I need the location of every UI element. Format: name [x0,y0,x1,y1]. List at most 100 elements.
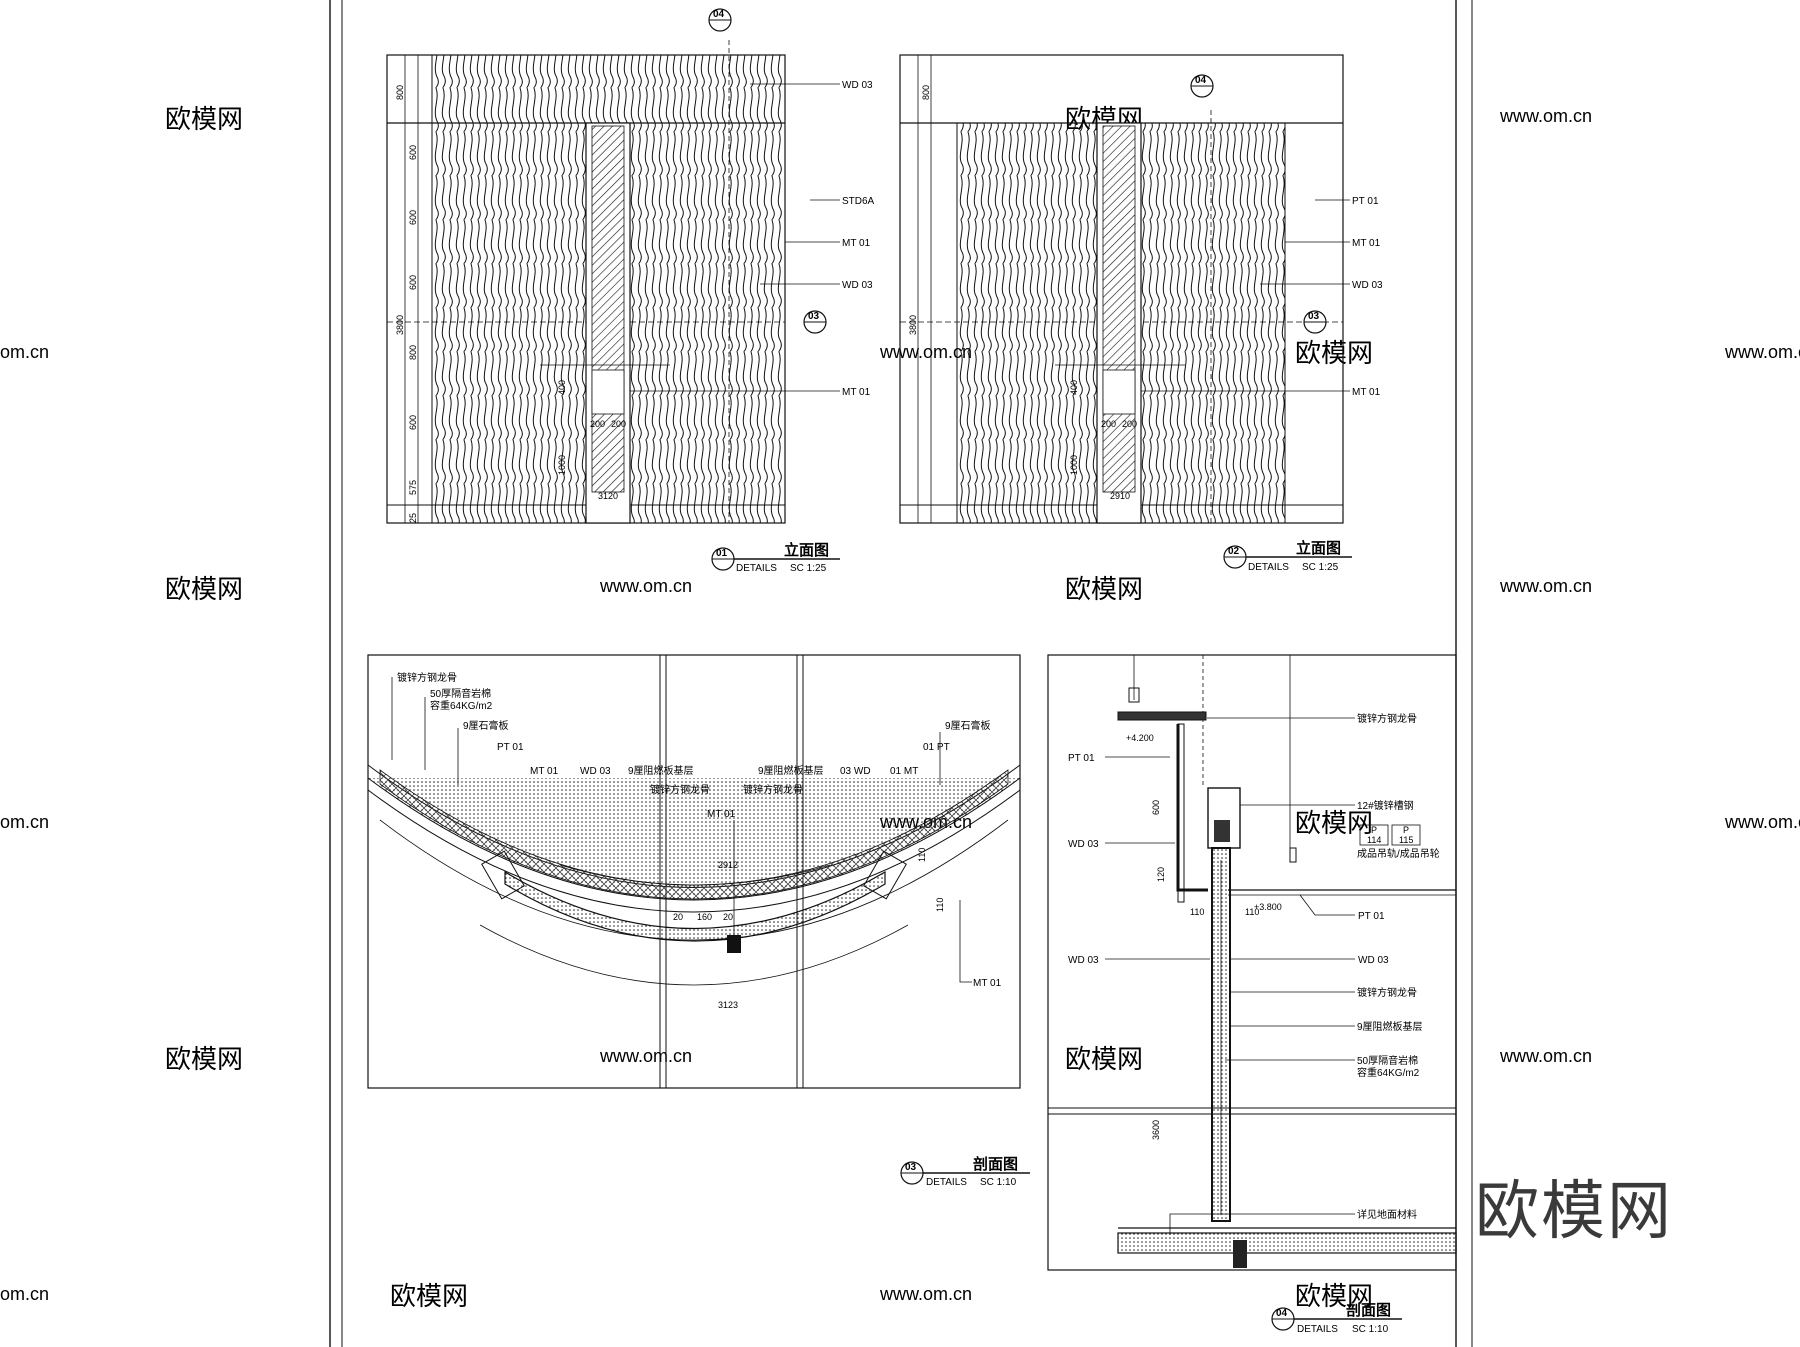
level-marker: +3.800 [1254,902,1282,912]
svg-text:03: 03 [905,1162,917,1173]
svg-text:160: 160 [697,912,712,922]
svg-text:01: 01 [716,548,728,559]
svg-text:DETAILS: DETAILS [1297,1324,1338,1335]
watermark-url: www.om.cn [1724,342,1800,362]
svg-text:SC 1:25: SC 1:25 [1302,562,1339,573]
watermark-url: om.cn [0,342,49,362]
material-tag: WD 03 [842,80,873,91]
material-tag: MT 01 [707,809,736,820]
svg-text:200: 200 [590,419,605,429]
svg-text:立面图: 立面图 [784,541,829,559]
svg-text:200: 200 [611,419,626,429]
svg-text:12#镀锌槽钢: 12#镀锌槽钢 [1357,799,1414,812]
hanger-tags: P 114 P 115 [1359,824,1421,846]
svg-text:600: 600 [408,210,418,225]
watermark-url: www.om.cn [599,576,692,596]
svg-text:镀锌方钢龙骨: 镀锌方钢龙骨 [650,783,710,796]
svg-text:3800: 3800 [395,315,405,335]
watermark-url: www.om.cn [1499,1046,1592,1066]
svg-text:600: 600 [408,415,418,430]
svg-text:114: 114 [1367,835,1381,845]
svg-text:3600: 3600 [1151,1120,1161,1140]
svg-text:SC 1:10: SC 1:10 [1352,1324,1389,1335]
svg-text:110: 110 [917,848,927,862]
svg-text:50厚隔音岩棉: 50厚隔音岩棉 [430,687,491,700]
section-03: 镀锌方钢龙骨 50厚隔音岩棉 容重64KG/m2 9厘石膏板 PT 01 MT … [367,654,1030,1188]
material-tag: PT 01 [1352,196,1379,207]
material-tag: WD 03 [1358,955,1389,966]
material-tag: WD 03 [580,766,611,777]
svg-text:200: 200 [1101,419,1116,429]
svg-text:P: P [1371,825,1377,835]
material-tag: WD 03 [1068,839,1099,850]
material-tag: PT 01 [1068,753,1095,764]
svg-text:剖面图: 剖面图 [973,1155,1018,1173]
svg-text:800: 800 [408,345,418,360]
material-tag: 01 PT [923,742,950,753]
material-tag: PT 01 [1358,911,1385,922]
svg-text:立面图: 立面图 [1296,539,1341,557]
material-tag: MT 01 [1352,238,1381,249]
svg-text:9厘石膏板: 9厘石膏板 [945,719,991,732]
svg-text:20: 20 [673,912,683,922]
svg-text:110: 110 [935,898,945,912]
material-tag: WD 03 [1352,280,1383,291]
svg-text:120: 120 [1156,867,1166,882]
title-block-02: 02 立面图 DETAILS SC 1:25 [1223,539,1352,573]
svg-text:9厘阻燃板基层: 9厘阻燃板基层 [758,764,824,777]
material-tag: STD6A [842,196,875,207]
svg-text:镀锌方钢龙骨: 镀锌方钢龙骨 [743,783,803,796]
svg-text:SC 1:25: SC 1:25 [790,563,827,574]
svg-text:3123: 3123 [718,1000,738,1010]
svg-text:400: 400 [557,380,567,395]
svg-text:600: 600 [408,275,418,290]
watermark-url: www.om.cn [1499,106,1592,126]
svg-text:110: 110 [1245,907,1259,917]
watermark-url: www.om.cn [879,342,972,362]
svg-text:P: P [1403,825,1409,835]
watermark-brand: 欧模网 [165,104,243,134]
svg-text:50厚隔音岩棉: 50厚隔音岩棉 [1357,1054,1418,1067]
watermark-layer: 欧模网 欧模网 www.om.cn om.cn www.om.cn 欧模网 ww… [0,104,1800,1311]
material-tag: MT 01 [973,978,1002,989]
material-tag: MT 01 [1352,387,1381,398]
watermark-brand: 欧模网 [390,1281,468,1311]
svg-text:SC 1:10: SC 1:10 [980,1177,1017,1188]
svg-text:1000: 1000 [557,455,567,475]
section-marker-04: 04 [1195,75,1207,86]
material-tag: WD 03 [1068,955,1099,966]
svg-text:600: 600 [1151,800,1161,815]
level-marker: +4.200 [1126,733,1154,743]
watermark-brand: 欧模网 [1295,1281,1373,1311]
material-tag: MT 01 [530,766,559,777]
svg-text:2912: 2912 [718,860,738,870]
watermark-brand: 欧模网 [165,574,243,604]
svg-text:20: 20 [723,912,733,922]
svg-text:25: 25 [408,513,418,523]
section-marker-03: 03 [808,311,820,322]
svg-text:镀锌方钢龙骨: 镀锌方钢龙骨 [397,671,457,684]
section-04: +4.200 +3.800 PT 01 WD 03 WD 03 600 120 … [1047,654,1457,1335]
svg-text:800: 800 [921,85,931,100]
svg-text:9厘石膏板: 9厘石膏板 [463,719,509,732]
watermark-url: www.om.cn [879,1284,972,1304]
elevation-02: 04 03 800 3800 400 1000 200 200 2910 PT … [899,54,1383,573]
watermark-url: www.om.cn [1499,576,1592,596]
title-block-04: 04 剖面图 DETAILS SC 1:10 [1271,1301,1402,1335]
svg-text:镀锌方钢龙骨: 镀锌方钢龙骨 [1357,712,1417,725]
material-tag: 01 MT [890,766,918,777]
svg-text:3800: 3800 [908,315,918,335]
svg-text:剖面图: 剖面图 [1346,1301,1391,1319]
material-tag: MT 01 [842,238,871,249]
svg-text:04: 04 [1276,1308,1288,1319]
svg-text:9厘阻燃板基层: 9厘阻燃板基层 [1357,1020,1423,1033]
section-marker-03: 03 [1308,311,1320,322]
title-block-03: 03 剖面图 DETAILS SC 1:10 [900,1155,1030,1188]
svg-text:400: 400 [1069,380,1079,395]
watermark-brand: 欧模网 [1065,1044,1143,1074]
svg-text:115: 115 [1399,835,1413,845]
watermark-url: www.om.cn [1724,812,1800,832]
svg-text:3120: 3120 [598,491,618,501]
svg-text:成品吊轨/成品吊轮: 成品吊轨/成品吊轮 [1357,847,1440,860]
svg-text:DETAILS: DETAILS [926,1177,967,1188]
